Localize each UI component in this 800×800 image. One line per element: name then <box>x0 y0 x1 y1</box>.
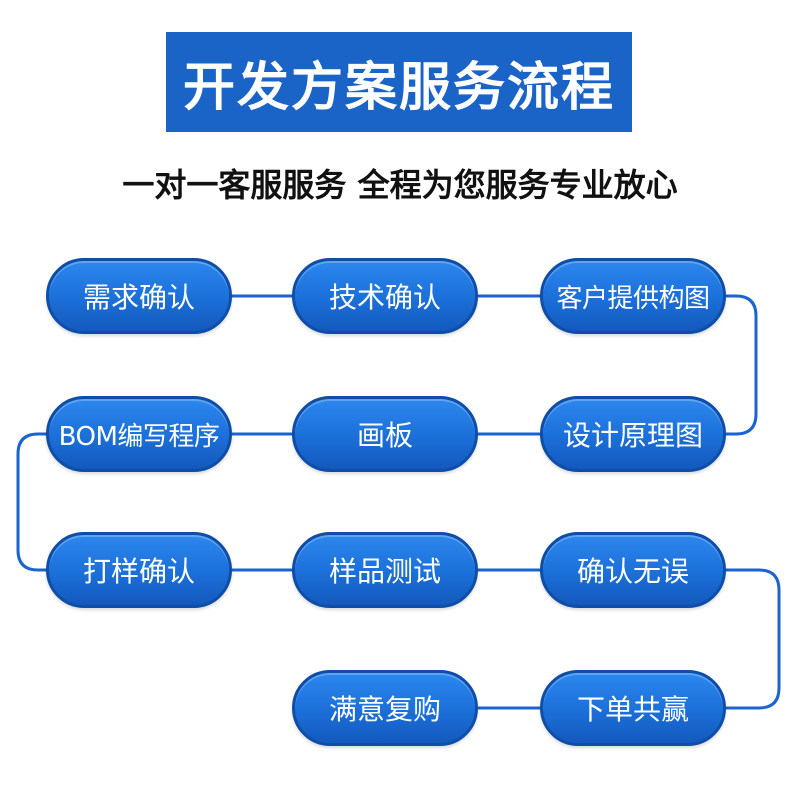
step-confirm-ok: 确认无误 <box>540 532 726 608</box>
step-pcb-layout: 画板 <box>292 396 478 472</box>
step-repeat-purchase: 满意复购 <box>292 670 478 746</box>
step-tech-confirm: 技术确认 <box>292 258 478 334</box>
title-banner: 开发方案服务流程 <box>166 32 632 132</box>
step-sample-test: 样品测试 <box>292 532 478 608</box>
page-title: 开发方案服务流程 <box>182 57 615 118</box>
step-label: 客户提供构图 <box>556 283 710 314</box>
step-requirement-confirm: 需求确认 <box>46 258 232 334</box>
step-label: 打样确认 <box>82 555 195 588</box>
step-bom-programming: BOM编写程序 <box>46 396 232 472</box>
step-customer-provide-drawing: 客户提供构图 <box>540 258 726 334</box>
step-label: 确认无误 <box>576 555 689 588</box>
connector-turn-left <box>16 432 60 572</box>
step-label: 设计原理图 <box>562 419 703 452</box>
step-label: 下单共赢 <box>576 693 689 726</box>
step-prototype-confirm: 打样确认 <box>46 532 232 608</box>
connector-turn-right-2 <box>715 568 781 710</box>
connector-turn-right-1 <box>715 294 758 436</box>
step-label: 技术确认 <box>328 281 441 314</box>
step-label: 满意复购 <box>328 693 441 726</box>
step-schematic-design: 设计原理图 <box>540 396 726 472</box>
step-label: 需求确认 <box>82 281 195 314</box>
step-order-win-win: 下单共赢 <box>540 670 726 746</box>
subtitle: 一对一客服服务 全程为您服务专业放心 <box>122 166 678 204</box>
step-label: BOM编写程序 <box>58 421 220 452</box>
step-label: 画板 <box>356 419 413 452</box>
step-label: 样品测试 <box>328 555 441 588</box>
